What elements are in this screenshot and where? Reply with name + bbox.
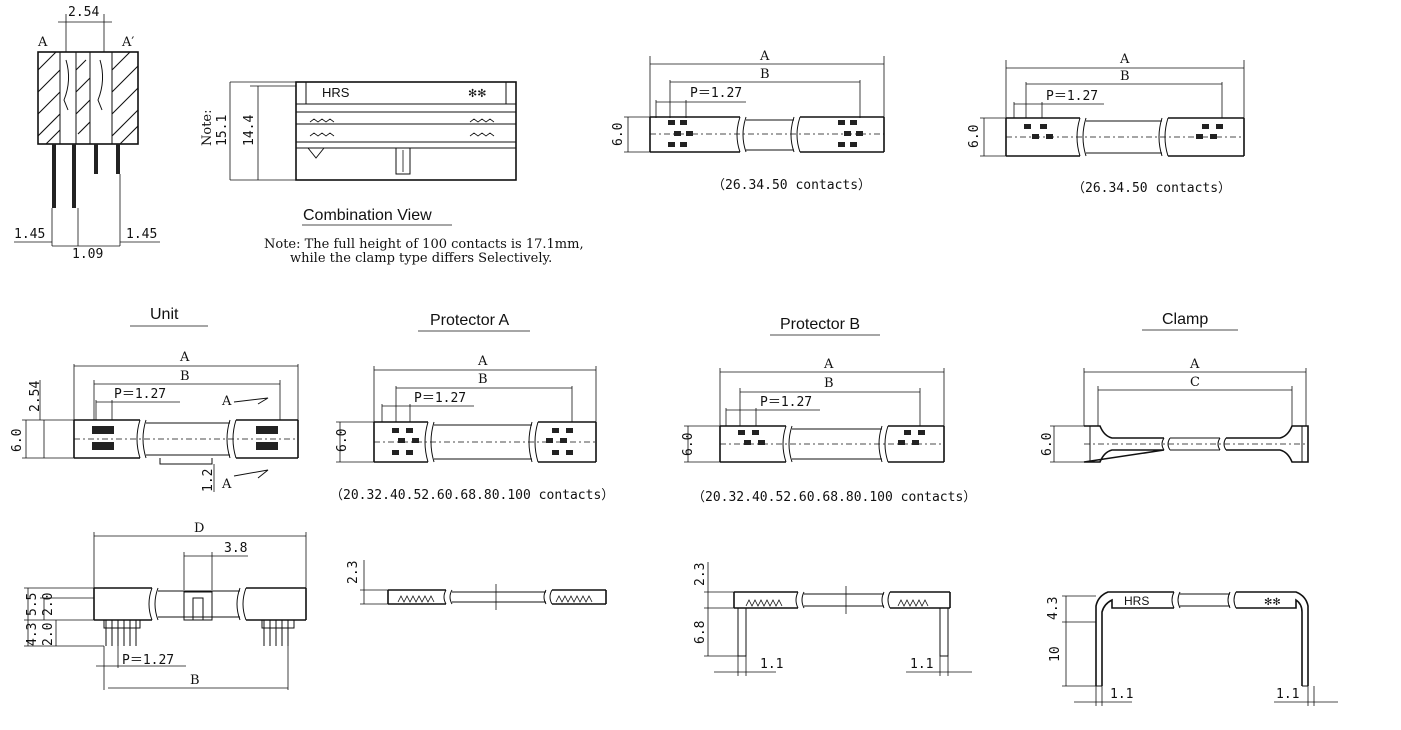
clamp-stars-mark: ✻✻ (1264, 597, 1281, 608)
contacts-26-label: （26.34.50 contacts） (712, 178, 871, 193)
protector-a-view: Protector A A B P＝1.27 6.0 （20.32.40.5 (330, 312, 614, 503)
dim-pitch-label-2: P＝1.27 (1046, 89, 1098, 104)
protector-a-dim-b: B (478, 372, 488, 387)
protector-a-dim-pitch: P＝1.27 (414, 391, 466, 406)
note-line-1: Note: The full height of 100 contacts is… (264, 237, 584, 252)
dim-a-label-2: A (1119, 52, 1130, 67)
contacts-26-label-2: （26.34.50 contacts） (1072, 181, 1231, 196)
dim-pitch-top: 2.54 (68, 5, 99, 20)
unit-dim-a: A (179, 350, 190, 365)
unit-dim-b: B (180, 369, 190, 384)
clamp-side-dim-11-left: 1.1 (1110, 687, 1133, 702)
protector-b-dim-b: B (824, 376, 834, 391)
clamp-dim-height: 6.0 (1040, 433, 1055, 456)
dim-109: 1.09 (72, 247, 103, 262)
unit-section-a-upper: A (221, 394, 232, 409)
unit-side-view: D 3.8 5.5 2.0 4.3 2.0 (24, 521, 307, 690)
section-label-a: A (37, 35, 48, 50)
dim-145-right: 1.45 (126, 227, 157, 242)
clamp-side-view: 4.3 10 HRS ✻✻ 1.1 1.1 (1046, 591, 1338, 706)
stars-mark: ✻✻ (468, 88, 486, 100)
dim-height-label: 6.0 (611, 123, 626, 146)
protector-b-view: Protector B A B P＝1.27 6.0 （20.32.40.52.… (681, 316, 976, 505)
protector-b-side-dim-11-right: 1.1 (910, 657, 933, 672)
protector-b-side-dim-23: 2.3 (693, 563, 708, 586)
dim-pitch-label: P＝1.27 (690, 86, 742, 101)
contacts-20-label: （20.32.40.52.60.68.80.100 contacts） (330, 488, 614, 503)
dim-b-label: B (760, 67, 770, 82)
unit-dim-38: 3.8 (224, 541, 247, 556)
dim-b-label-2: B (1120, 69, 1130, 84)
protector-b-top-view: A B P＝1.27 6.0 （26.34.50 contacts） (967, 52, 1245, 196)
protector-a-side-view: 2.3 (346, 560, 607, 610)
contacts-20-label-2: （20.32.40.52.60.68.80.100 contacts） (692, 490, 976, 505)
dim-145-left: 1.45 (14, 227, 45, 242)
protector-b-dim-a: A (823, 357, 834, 372)
note-word: Note: (200, 110, 215, 147)
pin-3 (94, 144, 98, 174)
pin-4 (116, 144, 120, 174)
cross-section-view: 2.54 A A′ 1.45 1.09 1.45 (14, 5, 160, 262)
unit-dim-20-lower: 2.0 (41, 623, 56, 646)
unit-section-a-lower: A (221, 477, 232, 492)
clamp-brand-text: HRS (1124, 594, 1149, 608)
pin-1 (52, 144, 56, 208)
clamp-title: Clamp (1162, 311, 1208, 328)
clamp-dim-c: C (1190, 375, 1200, 390)
protector-b-dim-height: 6.0 (681, 433, 696, 456)
unit-side-dim-b: B (190, 673, 200, 688)
unit-dim-d: D (194, 521, 204, 536)
unit-dim-20: 2.0 (41, 593, 56, 616)
unit-dim-12: 1.2 (201, 469, 216, 492)
protector-a-title: Protector A (430, 312, 509, 329)
combination-view-title: Combination View (303, 207, 432, 224)
unit-dim-43: 4.3 (25, 623, 40, 646)
protector-a-side-dim-23: 2.3 (346, 561, 361, 584)
protector-b-side-dim-68: 6.8 (693, 621, 708, 644)
note-line-2: while the clamp type differs Selectively… (290, 251, 552, 266)
protector-b-side-dim-11-left: 1.1 (760, 657, 783, 672)
protector-a-top-view: A B P＝1.27 6.0 （26.34.50 contacts） (611, 49, 885, 193)
protector-a-dim-a: A (477, 354, 488, 369)
section-label-a-prime: A′ (121, 35, 134, 50)
protector-b-title: Protector B (780, 316, 860, 333)
protector-b-side-view: 2.3 6.8 1.1 1.1 (693, 562, 972, 676)
combination-view: Note: 15.1 14.4 HRS ✻✻ Combination View … (200, 81, 584, 266)
unit-dim-pitch: P＝1.27 (114, 387, 166, 402)
unit-side-dim-pitch: P＝1.27 (122, 653, 174, 668)
dim-height-label-2: 6.0 (967, 125, 982, 148)
unit-top-view: Unit A B P＝1.27 6.0 2.54 A A (10, 306, 299, 492)
dim-151: 15.1 (215, 115, 230, 146)
unit-dim-height: 6.0 (10, 429, 25, 452)
dim-144: 14.4 (242, 115, 257, 146)
pin-2 (72, 144, 76, 208)
clamp-top-view: Clamp A C 6.0 (1040, 311, 1309, 463)
unit-title: Unit (150, 306, 179, 323)
clamp-dim-a: A (1189, 357, 1200, 372)
unit-dim-55: 5.5 (25, 593, 40, 616)
protector-b-dim-pitch: P＝1.27 (760, 395, 812, 410)
clamp-side-dim-11-right: 1.1 (1276, 687, 1299, 702)
clamp-side-dim-43: 4.3 (1046, 597, 1061, 620)
brand-logo-text: HRS (322, 85, 350, 100)
protector-a-dim-height: 6.0 (335, 429, 350, 452)
unit-dim-254: 2.54 (28, 381, 43, 412)
clamp-side-dim-10: 10 (1048, 646, 1063, 662)
dim-a-label: A (759, 49, 770, 64)
